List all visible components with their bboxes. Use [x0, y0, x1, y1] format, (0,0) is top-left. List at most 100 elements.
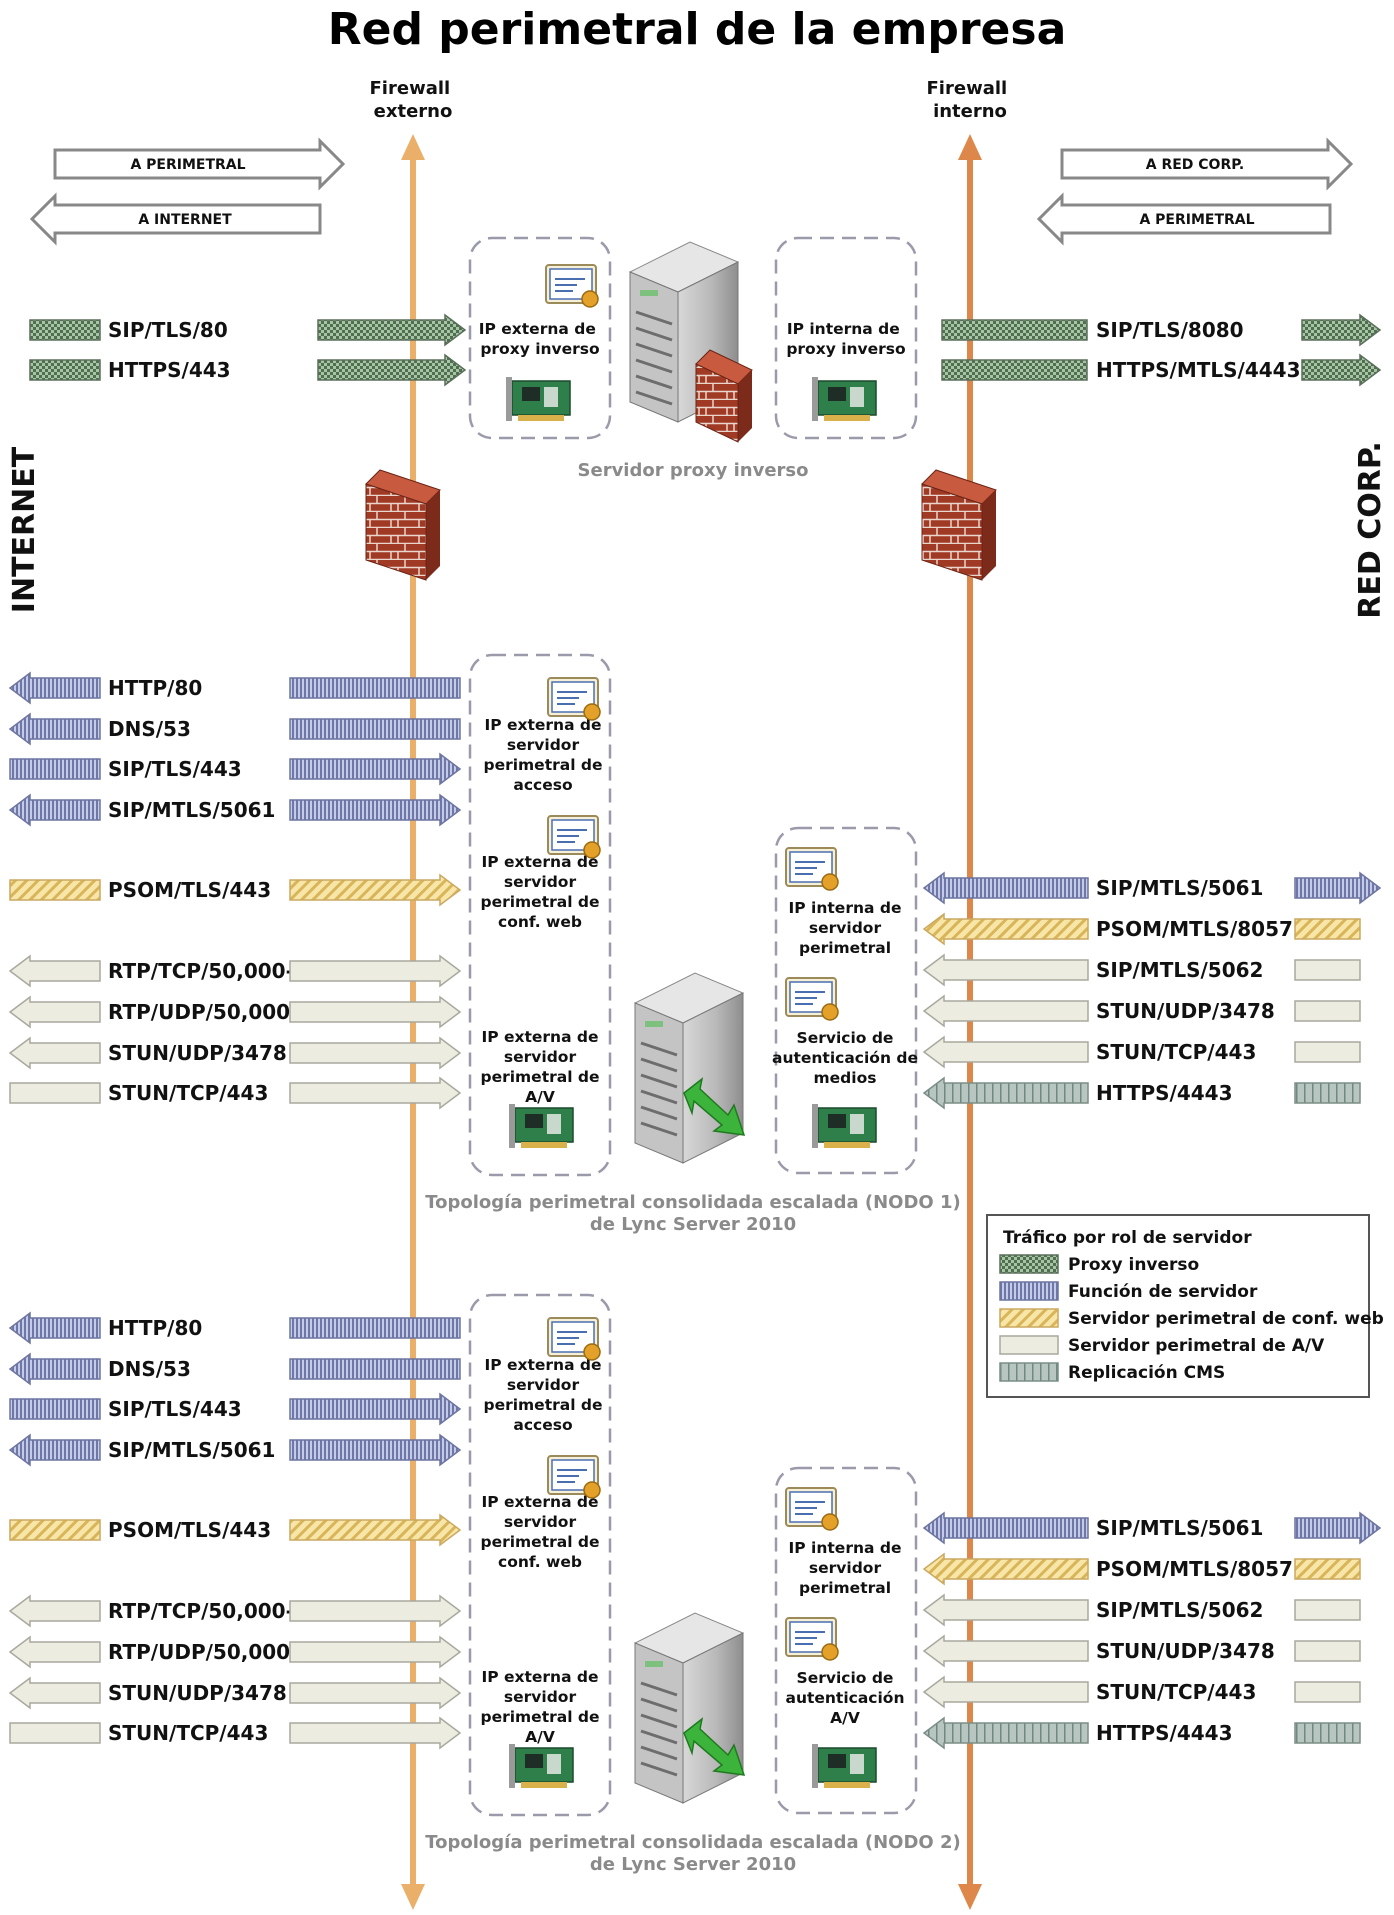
port-stub	[941, 319, 1088, 341]
node-left-port-row: HTTP/80	[8, 671, 461, 705]
node-right-port-row: PSOM/MTLS/8057	[922, 1552, 1361, 1586]
port-label: SIP/MTLS/5061	[108, 798, 275, 822]
port-stub	[9, 1722, 101, 1744]
direction-to-corp: A RED CORP.	[1060, 137, 1354, 191]
proxy-caption: Servidor proxy inverso	[578, 460, 809, 481]
port-label: SIP/MTLS/5062	[1096, 1598, 1263, 1622]
port-label: DNS/53	[108, 1357, 191, 1381]
certificate-icon	[547, 1455, 601, 1499]
page-title: Red perimetral de la empresa	[328, 4, 1067, 55]
certificate-icon	[547, 677, 601, 721]
certificate-icon	[785, 977, 839, 1021]
port-stub	[8, 1352, 101, 1386]
port-label: SIP/MTLS/5061	[108, 1438, 275, 1462]
port-stub	[1294, 1041, 1361, 1063]
legend-item-label: Servidor perimetral de conf. web	[1068, 1309, 1384, 1329]
port-label: HTTP/80	[108, 1316, 202, 1340]
network-card-icon	[812, 1104, 877, 1148]
direction-to-perimeter-left: A PERIMETRAL	[53, 137, 346, 191]
port-stub	[8, 1676, 101, 1710]
node-right-port-row: STUN/UDP/3478	[922, 994, 1361, 1028]
port-label: HTTPS/4443	[1096, 1081, 1233, 1105]
svg-text:A INTERNET: A INTERNET	[138, 212, 232, 228]
legend: Tráfico por rol de servidor Proxy invers…	[986, 1214, 1384, 1398]
port-label: STUN/UDP/3478	[1096, 999, 1275, 1023]
port-stub	[8, 1594, 101, 1628]
port-label: SIP/TLS/443	[108, 757, 242, 781]
port-arrow	[922, 1716, 1089, 1750]
legend-item-label: Replicación CMS	[1068, 1363, 1225, 1383]
internal-firewall-label: Firewall interno	[927, 78, 1014, 122]
svg-text:A PERIMETRAL: A PERIMETRAL	[1139, 212, 1254, 228]
node-right-port-row: HTTPS/4443	[922, 1076, 1361, 1110]
legend-item-label: Servidor perimetral de A/V	[1068, 1336, 1325, 1356]
bidirectional-arrow-icon	[683, 1077, 746, 1136]
port-stub	[8, 793, 101, 827]
direction-to-perimeter-right: A PERIMETRAL	[1036, 192, 1332, 246]
svg-text:IP externa de proxy inve: IP externa de proxy inverso	[479, 320, 602, 358]
port-arrow	[289, 1635, 462, 1669]
port-arrow	[922, 871, 1089, 905]
node-left-port-row: DNS/53	[8, 1352, 461, 1386]
port-stub	[8, 954, 101, 988]
port-arrow	[289, 793, 462, 827]
port-arrow	[289, 1433, 462, 1467]
port-stub	[8, 1635, 101, 1669]
port-arrow	[289, 1676, 462, 1710]
external-firewall-label: Firewall externo	[370, 78, 457, 122]
port-stub	[29, 359, 101, 381]
port-arrow	[289, 1594, 462, 1628]
node-right-port-row: SIP/MTLS/5062	[922, 953, 1361, 987]
bidirectional-arrow-icon	[683, 1717, 746, 1776]
port-arrow	[922, 1634, 1089, 1668]
legend-swatch	[999, 1254, 1059, 1274]
legend-title: Tráfico por rol de servidor	[1003, 1228, 1252, 1248]
proxy-left-port-row: HTTPS/443	[29, 353, 467, 387]
legend-swatch	[999, 1308, 1059, 1328]
port-label: HTTPS/443	[108, 358, 231, 382]
internal-edge-box	[774, 826, 918, 1175]
node-right-port-row: SIP/MTLS/5061	[922, 871, 1382, 905]
edge-server-icon	[633, 972, 745, 1164]
port-arrow	[289, 954, 462, 988]
port-arrow	[922, 1076, 1089, 1110]
legend-swatch	[999, 1335, 1059, 1355]
node-left-port-row: STUN/TCP/443	[9, 1716, 462, 1750]
port-label: HTTP/80	[108, 676, 202, 700]
node-left-port-row: RTP/UDP/50,000-59,999	[8, 1635, 462, 1669]
edge-server-icon	[633, 1612, 745, 1804]
port-arrow	[289, 1317, 461, 1339]
port-label: SIP/TLS/8080	[1096, 318, 1244, 342]
port-label: STUN/TCP/443	[108, 1081, 268, 1105]
legend-swatch	[999, 1281, 1059, 1301]
port-label: STUN/UDP/3478	[108, 1681, 287, 1705]
port-label: HTTPS/MTLS/4443	[1096, 358, 1301, 382]
node-left-port-row: SIP/TLS/443	[9, 752, 462, 786]
port-label: SIP/MTLS/5062	[1096, 958, 1263, 982]
svg-text:A PERIMETRAL: A PERIMETRAL	[130, 157, 245, 173]
port-label: SIP/TLS/80	[108, 318, 228, 342]
port-arrow	[922, 1593, 1089, 1627]
port-arrow	[922, 1511, 1089, 1545]
internal-edge-box	[774, 1466, 918, 1815]
proxy-left-port-row: SIP/TLS/80	[29, 313, 467, 347]
corp-network-label: RED CORP.	[1353, 441, 1388, 618]
port-label: SIP/MTLS/5061	[1096, 1516, 1263, 1540]
port-stub	[1294, 1722, 1361, 1744]
port-label: PSOM/MTLS/8057	[1096, 1557, 1293, 1581]
port-stub	[8, 1036, 101, 1070]
proxy-internal-box: IP interna de proxy inverso	[774, 236, 918, 440]
port-stub	[29, 319, 101, 341]
port-arrow	[289, 752, 462, 786]
port-arrow	[317, 313, 467, 347]
node-left-port-row: RTP/TCP/50,000-59,999	[8, 954, 462, 988]
port-stub	[1294, 1681, 1361, 1703]
node-right-port-row: SIP/MTLS/5062	[922, 1593, 1361, 1627]
port-arrow	[922, 994, 1089, 1028]
port-stub	[1294, 1599, 1361, 1621]
